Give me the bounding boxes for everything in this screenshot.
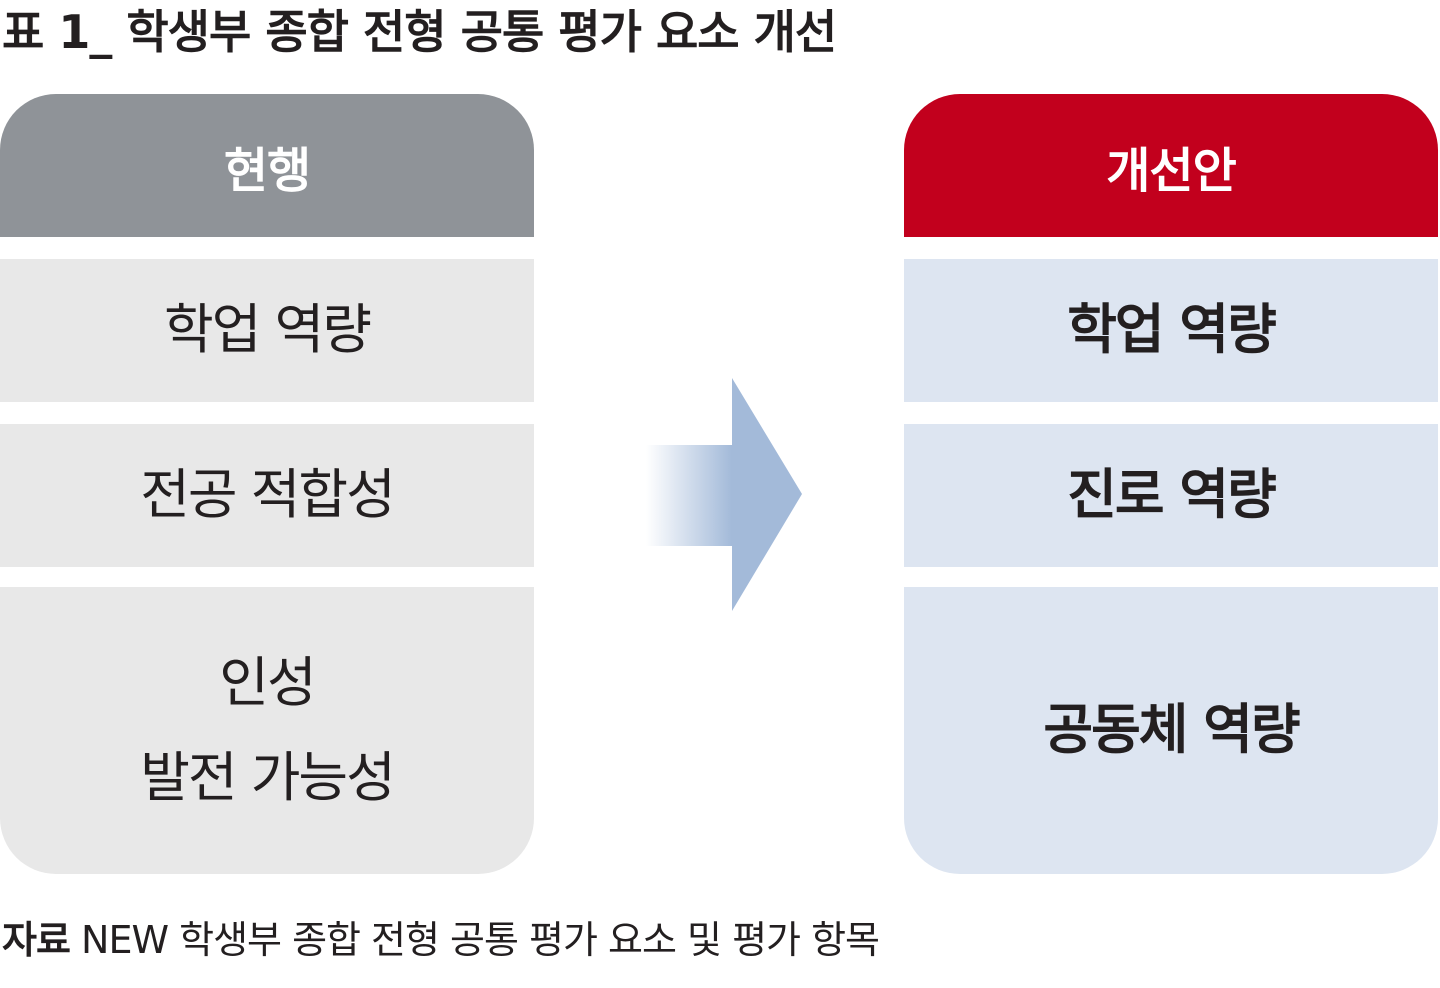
current-item-character: 인성 발전 가능성 [0, 587, 534, 874]
improved-item-academic: 학업 역량 [904, 259, 1438, 402]
right-arrow-icon [646, 378, 802, 611]
current-item-major-fit: 전공 적합성 [0, 424, 534, 567]
current-header: 현행 [0, 94, 534, 237]
current-item-character-line2: 발전 가능성 [140, 745, 396, 809]
source-text: NEW 학생부 종합 전형 공통 평가 요소 및 평가 항목 [81, 918, 880, 962]
figure-title: 표 1_ 학생부 종합 전형 공통 평가 요소 개선 [2, 5, 837, 59]
source-note: 자료 NEW 학생부 종합 전형 공통 평가 요소 및 평가 항목 [2, 912, 880, 968]
current-column: 현행 학업 역량 전공 적합성 인성 발전 가능성 [0, 94, 534, 874]
improved-item-career: 진로 역량 [904, 424, 1438, 567]
improved-item-community: 공동체 역량 [904, 587, 1438, 874]
improved-column: 개선안 학업 역량 진로 역량 공동체 역량 [904, 94, 1438, 874]
source-label: 자료 [2, 918, 71, 962]
improved-header: 개선안 [904, 94, 1438, 237]
current-item-academic: 학업 역량 [0, 259, 534, 402]
current-item-character-line1: 인성 [219, 651, 316, 714]
